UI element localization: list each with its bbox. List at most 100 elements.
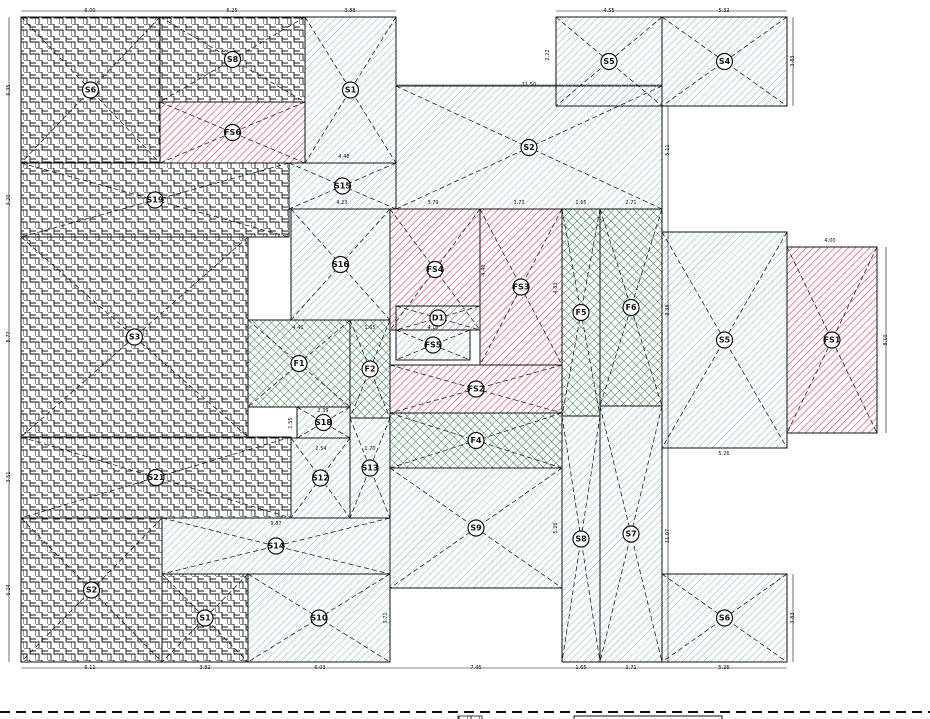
panel-diagonal xyxy=(20,236,249,438)
panel-label: S8 xyxy=(572,530,590,548)
panel-label-text: F6 xyxy=(625,303,636,312)
panel-diagonal xyxy=(159,101,306,164)
panel-label-text: S10 xyxy=(311,614,328,623)
dimension-text: 2.22 xyxy=(545,49,551,60)
panel-diagonal xyxy=(161,573,249,663)
panel-label: S6 xyxy=(715,609,734,627)
dimension-text: 5.11 xyxy=(665,144,671,155)
panel-label-text: S7 xyxy=(625,530,636,539)
dimension-text: 2.71 xyxy=(625,665,636,671)
panel-label-ring xyxy=(467,380,485,398)
panel-label-text: S3 xyxy=(129,333,140,342)
panel-diagonal xyxy=(159,101,306,164)
dimension-text: 9.87 xyxy=(270,521,281,527)
panel-label-text: FS3 xyxy=(513,283,530,292)
panel-label-text: FS1 xyxy=(824,336,841,345)
dimension-text: 6.03 xyxy=(314,665,325,671)
panel-label: FS6 xyxy=(223,123,241,142)
panel-label: S19 xyxy=(146,191,164,209)
panel-label-ring xyxy=(572,303,590,322)
panel-label-ring xyxy=(823,331,841,349)
panel-diagonal xyxy=(599,208,663,407)
panel-label: S14 xyxy=(267,537,285,555)
panel-label-ring xyxy=(341,81,360,99)
panel-label-text: S12 xyxy=(312,474,329,483)
panel-label: S2 xyxy=(520,138,538,157)
panel-label-text: S19 xyxy=(147,196,164,205)
dimension-text: 4.40 xyxy=(481,264,487,275)
panel-label-text: S8 xyxy=(227,55,239,64)
panel-label-text: S5 xyxy=(603,57,615,66)
panel-label-ring xyxy=(147,468,165,487)
panel-label-text: S5 xyxy=(719,336,731,345)
panel-label: F6 xyxy=(622,298,640,317)
dimension-text: 3.82 xyxy=(199,665,210,671)
dimension-text: 5.26 xyxy=(553,522,559,533)
panel-label-ring xyxy=(223,50,242,69)
panel-label-ring xyxy=(311,469,330,487)
panel-label: FS4 xyxy=(426,260,444,279)
dimension-text: 3.83 xyxy=(790,612,796,623)
panel-label-text: S6 xyxy=(85,86,97,95)
panel-label-ring xyxy=(512,278,530,296)
panel-label-ring xyxy=(429,309,447,327)
dimension-lines-group xyxy=(8,10,887,669)
dimension-text: 5.32 xyxy=(718,8,729,14)
panel-diagonal xyxy=(20,236,249,438)
legend-swatch-brick xyxy=(457,715,483,719)
panel-label-text: S4 xyxy=(719,57,731,66)
panel-label-text: S1 xyxy=(345,86,357,95)
panel-label: S10 xyxy=(310,609,328,627)
dimension-text: 4.48 xyxy=(338,154,349,160)
panel-label: D1 xyxy=(429,309,447,327)
panel-label: S6 xyxy=(81,81,100,99)
panel-label-ring xyxy=(146,191,164,209)
dimension-text: 1.70 xyxy=(364,446,375,452)
panel-label: F4 xyxy=(467,431,485,450)
panel-label-ring xyxy=(331,255,350,274)
panel-label-ring xyxy=(125,328,144,346)
panel-diagonal xyxy=(161,573,249,663)
panel-label-text: D1 xyxy=(432,314,445,323)
dimension-text: 1.65 xyxy=(364,325,375,331)
panel-label-ring xyxy=(267,537,285,555)
dimension-text: 4.83 xyxy=(553,282,559,293)
panel-label-ring xyxy=(424,336,442,354)
panel-label: F5 xyxy=(572,303,590,322)
panel-diagonal xyxy=(349,417,391,519)
panel-label: S5 xyxy=(715,331,734,349)
panel-label-ring xyxy=(333,177,352,195)
panel-label-text: F2 xyxy=(364,365,375,374)
panel-label-text: S21 xyxy=(148,473,165,482)
panel-label: S1 xyxy=(341,81,360,99)
panel-label-ring xyxy=(81,81,100,99)
panel-label-ring xyxy=(715,609,734,627)
dimension-text: 8.10 xyxy=(883,334,889,345)
panel-label-text: S2 xyxy=(86,586,97,595)
panel-label: S15 xyxy=(333,177,352,195)
panel-label-ring xyxy=(572,530,590,548)
dimension-text: 4.23 xyxy=(336,200,347,206)
panel-label: FS2 xyxy=(467,380,485,398)
panel-diagonal xyxy=(304,16,397,164)
panel-label-text: S14 xyxy=(268,542,285,551)
dimension-text: 11.07 xyxy=(665,529,671,543)
dimension-text: 2.71 xyxy=(625,200,636,206)
panel-label-ring xyxy=(622,525,640,543)
dimension-text: 3.71 xyxy=(383,612,389,623)
panel-label-text: FS4 xyxy=(427,265,444,274)
panel-label-ring xyxy=(310,609,328,627)
dimension-text: 2.39 xyxy=(317,408,328,414)
panel-diagonal xyxy=(296,406,351,439)
panel-label-ring xyxy=(361,459,379,477)
panel-label: FS5 xyxy=(424,336,442,354)
dimension-text: 1.65 xyxy=(575,665,586,671)
panel-label: S16 xyxy=(331,255,350,274)
panel-label-ring xyxy=(361,360,379,378)
panel-label: S1 xyxy=(196,609,214,627)
panel-label-text: S15 xyxy=(334,182,351,191)
panel-diagonal xyxy=(395,329,471,361)
panel-diagonal xyxy=(555,16,663,107)
